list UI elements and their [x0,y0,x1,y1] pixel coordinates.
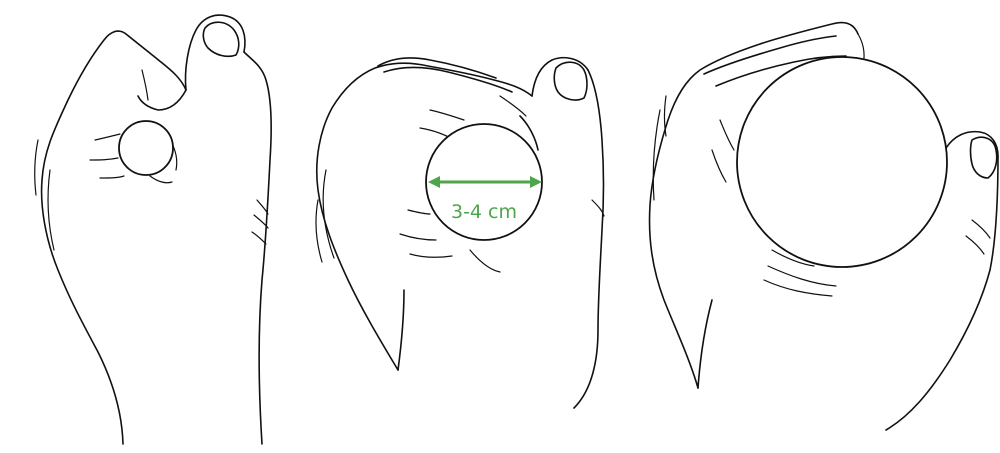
medium-ball-grip-panel: 3-4 cm [316,58,604,408]
large-ball [737,57,947,267]
small-ball [119,121,173,175]
hand-outline-1 [35,15,272,444]
large-ball-grip-panel [650,22,998,430]
small-ball-grip-panel [35,15,272,444]
diameter-label: 3-4 cm [451,201,517,223]
